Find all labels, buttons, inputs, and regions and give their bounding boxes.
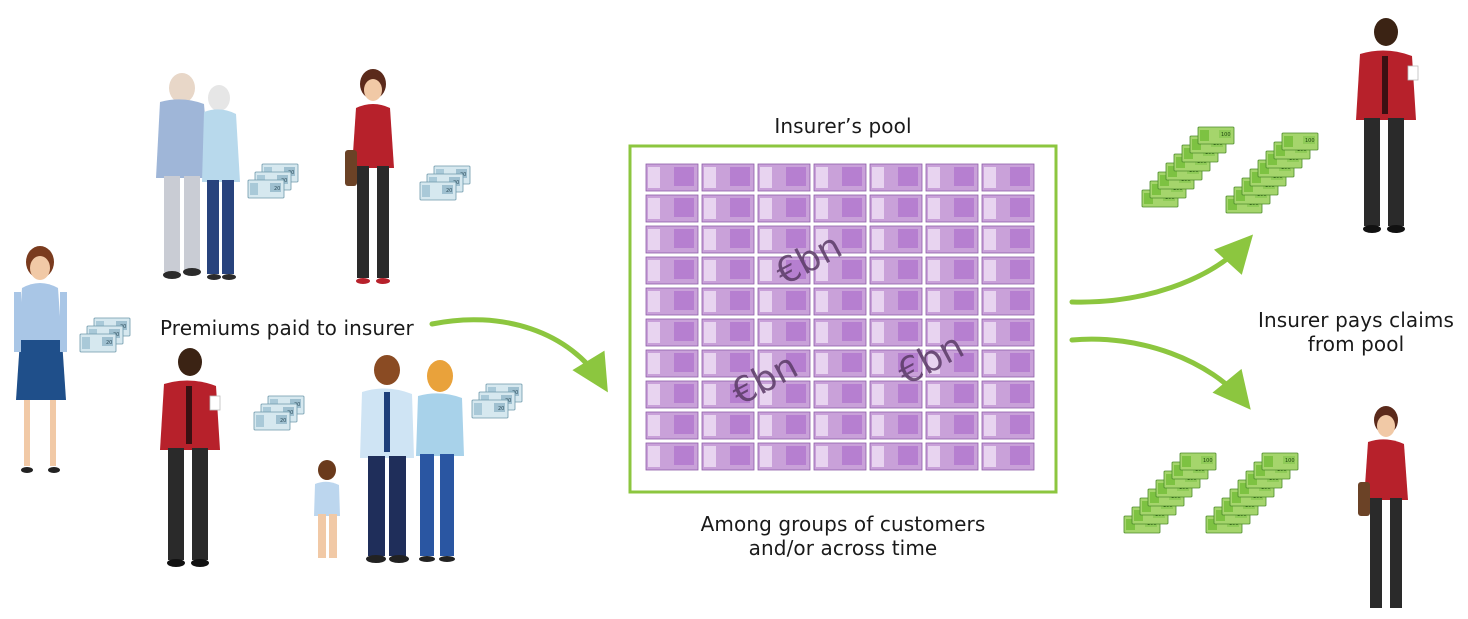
claims-arrow-down bbox=[1069, 336, 1251, 410]
premium-notes-woman-bag bbox=[419, 165, 471, 201]
premium-notes-family bbox=[471, 383, 523, 419]
pool-caption-line2: and/or across time bbox=[748, 536, 938, 560]
pool-banknote bbox=[701, 349, 755, 378]
claims-label: Insurer pays claims from pool bbox=[1248, 308, 1464, 356]
claims-label-line2: from pool bbox=[1307, 332, 1405, 356]
customer-woman-with-bag bbox=[345, 69, 394, 284]
pool-banknote bbox=[757, 163, 811, 192]
pool-banknote bbox=[813, 287, 867, 316]
pool-banknote bbox=[813, 163, 867, 192]
pool-title: Insurer’s pool bbox=[774, 114, 912, 138]
customer-man-red-shirt bbox=[160, 348, 221, 567]
pool-banknote bbox=[869, 194, 923, 223]
customer-woman-left bbox=[14, 246, 67, 473]
pool-banknote bbox=[701, 287, 755, 316]
premium-arrow bbox=[429, 317, 608, 393]
pool-banknote bbox=[925, 318, 979, 347]
pool-banknote bbox=[813, 194, 867, 223]
pool-banknote bbox=[981, 256, 1035, 285]
pool-banknote bbox=[701, 318, 755, 347]
pool-banknote bbox=[757, 349, 811, 378]
pool-banknote bbox=[981, 287, 1035, 316]
pool-banknote bbox=[813, 380, 867, 409]
pool-banknote bbox=[645, 163, 699, 192]
claimant-man-red-shirt bbox=[1356, 18, 1419, 233]
premiums-label: Premiums paid to insurer bbox=[160, 316, 414, 340]
pool-banknote bbox=[869, 380, 923, 409]
pool-caption-line1: Among groups of customers bbox=[700, 512, 986, 536]
pool-banknote bbox=[645, 349, 699, 378]
pool-banknote bbox=[925, 194, 979, 223]
pool-banknote bbox=[757, 194, 811, 223]
pool-banknote bbox=[981, 225, 1035, 254]
pool-banknote bbox=[981, 380, 1035, 409]
pool-banknote bbox=[981, 163, 1035, 192]
pool-banknote bbox=[813, 318, 867, 347]
pool-banknote bbox=[981, 442, 1035, 471]
pool-banknote bbox=[757, 287, 811, 316]
pool-banknote bbox=[701, 411, 755, 440]
pool-banknote bbox=[925, 287, 979, 316]
premium-notes-man bbox=[253, 395, 305, 431]
pool-banknote bbox=[925, 256, 979, 285]
pool-banknote bbox=[925, 349, 979, 378]
pool-banknote bbox=[925, 442, 979, 471]
pool-banknote bbox=[925, 225, 979, 254]
pool-banknote bbox=[869, 411, 923, 440]
pool-banknote bbox=[813, 349, 867, 378]
pool-banknote bbox=[645, 256, 699, 285]
pool-notes-grid: €bn€bn€bn bbox=[645, 163, 1035, 471]
pool-banknote bbox=[757, 256, 811, 285]
pool-banknote bbox=[813, 411, 867, 440]
pool-banknote bbox=[757, 225, 811, 254]
pool-banknote bbox=[701, 256, 755, 285]
pool-banknote bbox=[645, 442, 699, 471]
pool-banknote bbox=[813, 256, 867, 285]
pool-banknote bbox=[757, 380, 811, 409]
pool-banknote bbox=[645, 287, 699, 316]
pool-banknote bbox=[869, 287, 923, 316]
premium-notes-couple bbox=[247, 163, 299, 199]
pool-banknote bbox=[757, 442, 811, 471]
pool-banknote bbox=[645, 380, 699, 409]
claim-note-stack bbox=[1225, 132, 1319, 214]
pool-banknote bbox=[981, 318, 1035, 347]
pool-banknote bbox=[813, 225, 867, 254]
pool-banknote bbox=[645, 225, 699, 254]
pool-banknote bbox=[645, 318, 699, 347]
premium-notes-woman-left bbox=[79, 317, 131, 353]
claim-note-stack bbox=[1123, 452, 1217, 534]
pool-banknote bbox=[869, 442, 923, 471]
pool-banknote bbox=[813, 442, 867, 471]
pool-banknote bbox=[645, 411, 699, 440]
customer-elderly-couple bbox=[156, 73, 240, 280]
pool-banknote bbox=[701, 442, 755, 471]
claim-note-stack bbox=[1141, 126, 1235, 208]
pool-caption: Among groups of customers and/or across … bbox=[660, 512, 1026, 560]
pool-banknote bbox=[925, 411, 979, 440]
pool-banknote bbox=[645, 194, 699, 223]
pool-banknote bbox=[869, 318, 923, 347]
pool-banknote bbox=[869, 163, 923, 192]
pool-banknote bbox=[757, 411, 811, 440]
claim-note-stack bbox=[1205, 452, 1299, 534]
pool-banknote bbox=[701, 225, 755, 254]
pool-banknote bbox=[981, 349, 1035, 378]
pool-banknote bbox=[869, 349, 923, 378]
claims-arrow-up bbox=[1069, 234, 1254, 305]
pool-banknote bbox=[757, 318, 811, 347]
claims-label-line1: Insurer pays claims bbox=[1257, 308, 1455, 332]
pool-banknote bbox=[701, 194, 755, 223]
pool-banknote bbox=[869, 256, 923, 285]
pool-banknote bbox=[981, 411, 1035, 440]
pool-banknote bbox=[925, 380, 979, 409]
customer-family bbox=[314, 355, 464, 563]
pool-banknote bbox=[701, 163, 755, 192]
pool-banknote bbox=[701, 380, 755, 409]
pool-banknote bbox=[925, 163, 979, 192]
claimant-woman-with-bag bbox=[1358, 406, 1408, 608]
pool-banknote bbox=[869, 225, 923, 254]
pool-banknote bbox=[981, 194, 1035, 223]
